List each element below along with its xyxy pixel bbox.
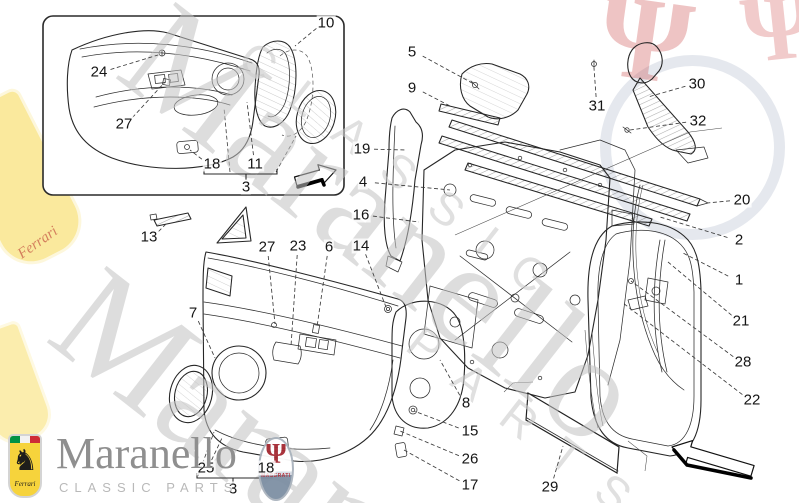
callout-19[interactable]: 19 (352, 140, 372, 158)
callout-18[interactable]: 18 (256, 459, 276, 477)
callout-13[interactable]: 13 (139, 228, 159, 246)
ferrari-shield-text: Ferrari (14, 480, 36, 488)
direction-arrow-icon (293, 164, 337, 189)
callout-9[interactable]: 9 (406, 79, 418, 97)
logo-text-block: Maranello CLASSIC PARTS (56, 429, 239, 496)
callout-20[interactable]: 20 (732, 191, 752, 209)
callout-21[interactable]: 21 (731, 312, 751, 330)
callout-31[interactable]: 31 (587, 97, 607, 115)
callout-15[interactable]: 15 (460, 422, 480, 440)
maserati-badge-text: MASERATI (261, 473, 291, 479)
prancing-horse-icon: ♞ (12, 445, 38, 477)
callout-6[interactable]: 6 (323, 238, 335, 256)
callout-4[interactable]: 4 (357, 173, 369, 191)
callout-5[interactable]: 5 (406, 43, 418, 61)
callout-23[interactable]: 23 (288, 237, 308, 255)
logo-tagline: CLASSIC PARTS (59, 480, 239, 496)
maranello-logo: ♞ Ferrari Maranello CLASSIC PARTS (8, 429, 239, 498)
callout-2[interactable]: 2 (733, 231, 745, 249)
inset-door-card-figure (42, 15, 345, 196)
callout-32[interactable]: 32 (688, 112, 708, 130)
logo-name: Maranello (56, 429, 237, 478)
callout-7[interactable]: 7 (187, 304, 199, 322)
callout-27[interactable]: 27 (114, 115, 134, 133)
callout-27[interactable]: 27 (257, 238, 277, 256)
callout-28[interactable]: 28 (733, 353, 753, 371)
direction-arrow-icon (671, 440, 755, 480)
callout-16[interactable]: 16 (351, 206, 371, 224)
callout-3[interactable]: 3 (240, 178, 252, 196)
callout-14[interactable]: 14 (351, 237, 371, 255)
callout-30[interactable]: 30 (687, 75, 707, 93)
callout-3[interactable]: 3 (227, 480, 239, 498)
callout-29[interactable]: 29 (540, 478, 560, 496)
callout-17[interactable]: 17 (460, 476, 480, 494)
callout-25[interactable]: 25 (196, 459, 216, 477)
callout-26[interactable]: 26 (460, 450, 480, 468)
italian-tricolor-band (10, 436, 40, 443)
callout-8[interactable]: 8 (460, 394, 472, 412)
callout-22[interactable]: 22 (742, 391, 762, 409)
callout-11[interactable]: 11 (246, 155, 264, 173)
callout-1[interactable]: 1 (733, 271, 745, 289)
callout-18[interactable]: 18 (202, 155, 222, 173)
ferrari-shield-logo: ♞ Ferrari (8, 434, 42, 498)
door-structure-figure (383, 42, 755, 480)
callout-10[interactable]: 10 (316, 14, 336, 32)
callout-24[interactable]: 24 (89, 63, 109, 81)
